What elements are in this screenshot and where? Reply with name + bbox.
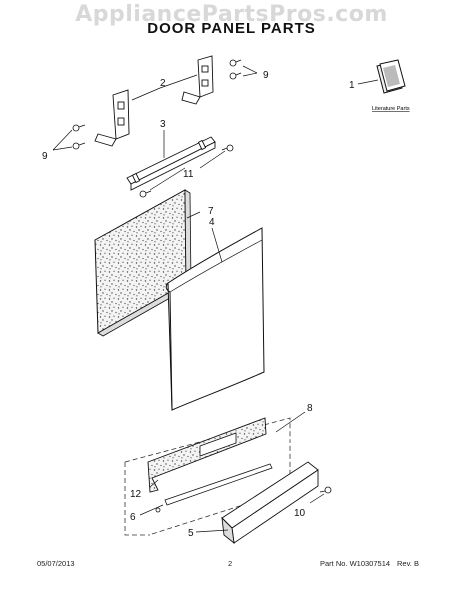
footer-date: 05/07/2013 bbox=[37, 559, 75, 568]
callout-6: 6 bbox=[130, 512, 136, 523]
leader-line-1 bbox=[357, 79, 379, 85]
seal-strip bbox=[155, 463, 273, 513]
leader-line-7 bbox=[186, 211, 201, 219]
leader-line-12 bbox=[149, 479, 159, 488]
toe-panel bbox=[221, 461, 319, 545]
callout-7: 7 bbox=[208, 206, 214, 217]
rail-screws bbox=[139, 144, 234, 198]
callout-2: 2 bbox=[160, 78, 166, 89]
door-panel bbox=[165, 227, 265, 411]
callout-4: 4 bbox=[209, 217, 215, 228]
literature-booklet bbox=[376, 59, 406, 94]
footer-revision: Rev. B bbox=[397, 559, 419, 568]
leader-line-9d bbox=[52, 146, 73, 151]
page-title: DOOR PANEL PARTS bbox=[147, 20, 316, 37]
screws-right bbox=[229, 59, 242, 80]
toe-insulation bbox=[147, 417, 267, 493]
footer-part-number: Part No. W10307514 bbox=[320, 559, 391, 568]
leader-line-2b bbox=[159, 74, 198, 89]
leader-line-6 bbox=[139, 504, 164, 516]
hinge-bracket-left bbox=[94, 89, 130, 147]
callout-12: 12 bbox=[130, 489, 142, 500]
callout-5: 5 bbox=[188, 528, 194, 539]
hinge-bracket-right bbox=[181, 55, 214, 105]
leader-line-4 bbox=[211, 227, 223, 263]
footer-page-number: 2 bbox=[228, 559, 233, 568]
leader-line-2a bbox=[131, 87, 161, 101]
watermark-text: AppliancePartsPros.com bbox=[75, 2, 388, 27]
leader-line-9c bbox=[52, 129, 73, 151]
leader-line-9a bbox=[242, 65, 258, 74]
leader-line-9b bbox=[242, 72, 258, 77]
callout-11: 11 bbox=[183, 169, 194, 180]
callout-9-left: 9 bbox=[42, 151, 48, 162]
screws-left bbox=[72, 124, 86, 150]
callout-9-right: 9 bbox=[263, 70, 269, 81]
leader-line-8 bbox=[275, 411, 306, 433]
leader-line-11a bbox=[149, 167, 186, 191]
leader-line-5 bbox=[195, 529, 229, 533]
leader-line-10 bbox=[309, 493, 325, 504]
callout-1: 1 bbox=[349, 80, 355, 91]
callout-10: 10 bbox=[294, 508, 306, 519]
literature-label: Literature Parts bbox=[372, 106, 410, 112]
callout-3: 3 bbox=[160, 119, 166, 130]
leader-line-11b bbox=[199, 150, 226, 169]
callout-8: 8 bbox=[307, 403, 313, 414]
toe-panel-screw bbox=[319, 486, 332, 494]
mounting-rail bbox=[126, 136, 216, 191]
